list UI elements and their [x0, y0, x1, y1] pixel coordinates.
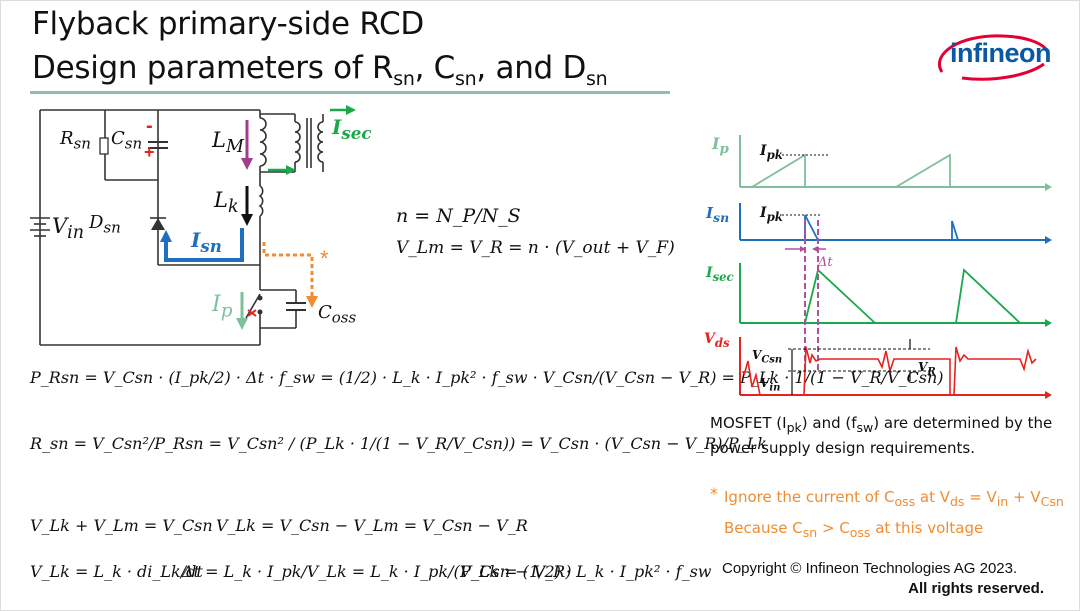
formula-rsn: R_sn = V_Csn²/P_Rsn = V_Csn² / (P_Lk · 1…: [30, 434, 767, 453]
coss-star: *: [320, 246, 329, 271]
label-lm: LM: [212, 128, 244, 158]
turns-ratio-equation: n = N_P/N_S: [396, 205, 521, 227]
copyright-text: Copyright © Infineon Technologies AG 202…: [722, 560, 1018, 577]
delta-t-label: Δt: [818, 255, 833, 270]
vcsn-level-label: VCsn: [752, 348, 783, 366]
slide-title-line2: Design parameters of Rsn, Csn, and Dsn: [32, 50, 608, 91]
infineon-logo: [938, 34, 1050, 81]
formula-vlk-sum: V_Lk + V_Lm = V_Csn: [30, 516, 213, 535]
label-vin: Vin: [52, 214, 85, 244]
formula-prsn: P_Rsn = V_Csn · (I_pk/2) · Δt · f_sw = (…: [30, 368, 944, 387]
waveform-vds-label: Vds: [704, 331, 730, 350]
reflected-voltage-equation: V_Lm = V_R = n · (V_out + V_F): [396, 238, 675, 258]
label-coss: Coss: [318, 302, 357, 327]
rights-reserved-text: All rights reserved.: [908, 580, 1044, 597]
isn-peak-label: Ipk: [760, 205, 783, 224]
formula-dt: Δt = L_k · I_pk/V_Lk = L_k · I_pk/(V_Csn…: [182, 562, 572, 581]
waveform-ip-label: Ip: [712, 134, 729, 158]
waveform-diagram: [739, 135, 1052, 399]
label-csn: Csn: [111, 128, 143, 153]
label-isn: Isn: [191, 228, 222, 256]
formula-vlk-di: V_Lk = L_k · di_Lk/dt: [30, 562, 203, 581]
ignore-coss-note: Ignore the current of Coss at Vds = Vin …: [724, 488, 1064, 509]
formula-plk: P_Lk = (1/2) · L_k · I_pk² · f_sw: [460, 562, 712, 581]
label-rsn: Rsn: [60, 128, 91, 153]
slide-title-line1: Flyback primary-side RCD: [32, 6, 424, 42]
waveform-isn-label: Isn: [706, 204, 730, 225]
label-ip: Ip: [212, 292, 233, 322]
formula-vlk-diff: V_Lk = V_Csn − V_Lm = V_Csn − V_R: [216, 516, 528, 535]
csn-plus-sign: +: [144, 142, 155, 162]
csn-minus-sign: -: [146, 115, 153, 137]
logo-text: infineon: [950, 38, 1051, 68]
because-note: Because Csn > Coss at this voltage: [724, 519, 984, 540]
vin-level-label: Vin: [760, 376, 781, 394]
title-divider: [30, 91, 670, 94]
label-isec: Isec: [332, 115, 372, 143]
label-dsn: Dsn: [89, 212, 121, 237]
vr-level-label: VR: [918, 360, 936, 378]
ip-peak-label: Ipk: [760, 143, 783, 162]
waveform-isec-label: Isec: [706, 265, 734, 284]
rcd-circuit-diagram: [30, 105, 356, 346]
mosfet-note-line1: MOSFET (Ipk) and (fsw) are determined by…: [710, 414, 1053, 435]
label-lk: Lk: [214, 188, 239, 218]
ignore-note-star: *: [710, 484, 718, 503]
mosfet-note-line2: power supply design requirements.: [710, 439, 975, 457]
